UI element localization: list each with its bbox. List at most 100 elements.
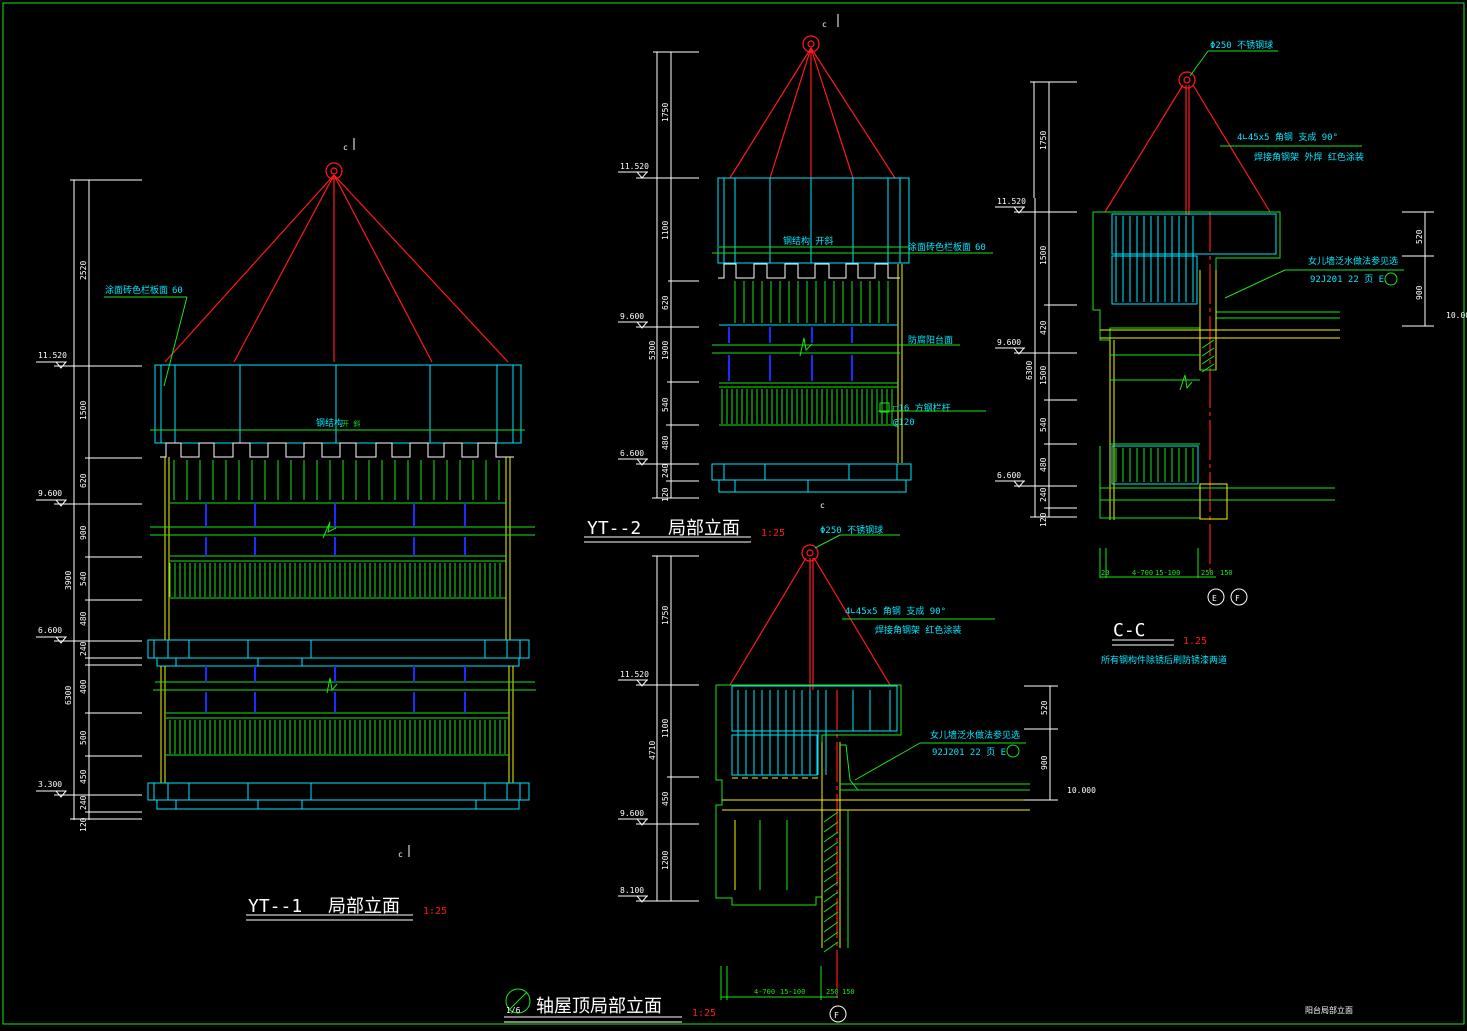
dim-value: 450 (79, 769, 88, 784)
yt2-canopy-fascia (717, 177, 910, 264)
roof-parapet-section (715, 684, 1030, 948)
view-scale: 1:25 (692, 1008, 716, 1019)
dim-value: 6300 (64, 686, 73, 705)
centerline-mark: c (343, 143, 348, 152)
cc-dimension-values: 1750 1500 420 1500 540 480 240 120 6300 (1025, 131, 1048, 527)
view-scale: 1:25 (761, 528, 785, 539)
roof-dimension-chain (636, 555, 699, 902)
svg-text:涂面砖色栏板面: 涂面砖色栏板面 (105, 284, 168, 296)
axis-bubble-E (1207, 588, 1225, 606)
view-yt1: 11.520 9.600 6.600 3.300 2520 1500 620 9… (36, 138, 536, 921)
yt1-structure-note: 钢结构 (316, 417, 343, 429)
view-title-text: 局部立面 (668, 518, 740, 539)
svg-text:520: 520 (1040, 700, 1049, 715)
svg-text:520: 520 (1415, 229, 1424, 244)
svg-text:钢结构 开斜: 钢结构 开斜 (783, 235, 833, 247)
svg-text:11.520: 11.520 (620, 162, 649, 171)
yt2-crenellation (718, 263, 900, 279)
svg-text:120: 120 (661, 487, 670, 502)
svg-text:焊接角钢架 外焊 红色涂装: 焊接角钢架 外焊 红色涂装 (1254, 151, 1364, 163)
dim-value: 1500 (79, 401, 88, 420)
roof-title-block: 1/6 轴屋顶局部立面 1:25 (504, 988, 716, 1023)
finial-ball-icon (325, 162, 343, 180)
yt1-title-block: YT--1 局部立面 1:25 (246, 896, 447, 921)
svg-text:4-700: 4-700 (754, 988, 775, 996)
view-yt2: 11.520 9.600 6.600 1750 1100 620 1900 54… (584, 14, 993, 543)
svg-text:11.520: 11.520 (997, 197, 1026, 206)
svg-text:1750: 1750 (661, 606, 670, 625)
cc-title-block: C-C 1.25 所有钢构件除锈后刷防锈漆两道 (1101, 620, 1227, 666)
svg-text:9.600: 9.600 (620, 809, 644, 818)
svg-text:6.600: 6.600 (997, 471, 1021, 480)
axis-ref-code: 1/6 (506, 1006, 521, 1015)
yt1-railing-bars (169, 720, 506, 754)
yt1-dimension-values: 2520 1500 620 900 540 480 3900 240 400 5… (64, 261, 88, 832)
cc-level-markers: 11.520 9.600 6.600 (995, 197, 1026, 488)
svg-text:开 斜: 开 斜 (342, 419, 360, 428)
roof-dimension-values: 1750 1100 450 1200 4710 (648, 606, 670, 870)
dim-value: 620 (79, 473, 88, 488)
view-scale: 1:25 (423, 906, 447, 917)
svg-text:F: F (834, 1011, 839, 1020)
yt1-upper-railing (150, 457, 535, 640)
svg-text:480: 480 (661, 435, 670, 450)
roof-level-markers: 11.520 9.600 8.100 (618, 670, 649, 903)
svg-text:1900: 1900 (661, 341, 670, 360)
svg-text:250: 250 (1201, 569, 1214, 577)
svg-text:1750: 1750 (1039, 131, 1048, 150)
cc-annotation-angle: 4∟45x5 角钢 支成 90° (1237, 131, 1338, 143)
svg-text:6300: 6300 (1025, 361, 1034, 380)
cc-parapet-section (1092, 211, 1340, 520)
svg-text:1500: 1500 (1039, 366, 1048, 385)
svg-text:1200: 1200 (661, 851, 670, 870)
view-title-code: YT--2 (587, 518, 641, 539)
dim-value: 400 (79, 679, 88, 694)
yt2-level-markers: 11.520 9.600 6.600 (618, 162, 649, 466)
roof-annotation-flashing: 女儿墙泛水做法参见选 (930, 729, 1020, 741)
svg-text:10.000: 10.000 (1067, 786, 1096, 795)
svg-text:焊接角钢架 红色涂装: 焊接角钢架 红色涂装 (875, 624, 961, 636)
finial-ball-icon (801, 544, 819, 562)
yt1-floor-slab-bottom (147, 782, 530, 810)
finial-ball-icon (1178, 71, 1196, 89)
yt1-level-markers: 11.520 9.600 6.600 3.300 (36, 351, 67, 798)
level-label: 9.600 (38, 489, 62, 498)
dim-value: 540 (79, 571, 88, 586)
svg-text:6.600: 6.600 (620, 449, 644, 458)
yt1-crenellation (160, 442, 514, 458)
yt1-railing-bars (169, 460, 501, 597)
svg-text:1750: 1750 (661, 103, 670, 122)
svg-text:620: 620 (661, 295, 670, 310)
level-label: 3.300 (38, 780, 62, 789)
svg-text:9.600: 9.600 (997, 338, 1021, 347)
yt1-annotation-railing: 涂面砖色栏板面 60 (104, 284, 188, 387)
svg-text:c: c (398, 850, 403, 859)
roof-annotation-angle: 4∟45x5 角钢 支成 90° (845, 605, 946, 617)
svg-text:15-100: 15-100 (780, 988, 805, 996)
view-title-text: 局部立面 (328, 896, 400, 917)
yt2-annotation-railing: 涂面砖色栏板面 (908, 241, 971, 253)
svg-text:60: 60 (172, 286, 183, 296)
yt2-dimension-values: 1750 1100 620 1900 540 480 240 120 5300 (648, 103, 670, 502)
svg-text:10.000: 10.000 (1446, 311, 1467, 320)
cc-annotation-flashing: 女儿墙泛水做法参见选 (1308, 255, 1398, 267)
level-label: 6.600 (38, 626, 62, 635)
yt2-dimension-chain (636, 51, 699, 499)
svg-text:F: F (1235, 594, 1240, 603)
svg-text:150: 150 (1220, 569, 1233, 577)
svg-text:420: 420 (1039, 320, 1048, 335)
svg-text:150: 150 (842, 988, 855, 996)
yt1-canopy-fascia (154, 364, 522, 444)
svg-text:15-100: 15-100 (1155, 569, 1180, 577)
svg-text:92J201 22 页 E: 92J201 22 页 E (932, 747, 1006, 758)
view-title-code: YT--1 (248, 896, 302, 917)
yt2-title-block: YT--2 局部立面 1:25 (584, 518, 785, 543)
svg-text:120: 120 (1039, 512, 1048, 527)
svg-text:4710: 4710 (648, 741, 657, 760)
yt1-railing-posts (205, 666, 466, 713)
svg-text:9.600: 9.600 (620, 312, 644, 321)
roof-finial-ropes (729, 557, 891, 1000)
